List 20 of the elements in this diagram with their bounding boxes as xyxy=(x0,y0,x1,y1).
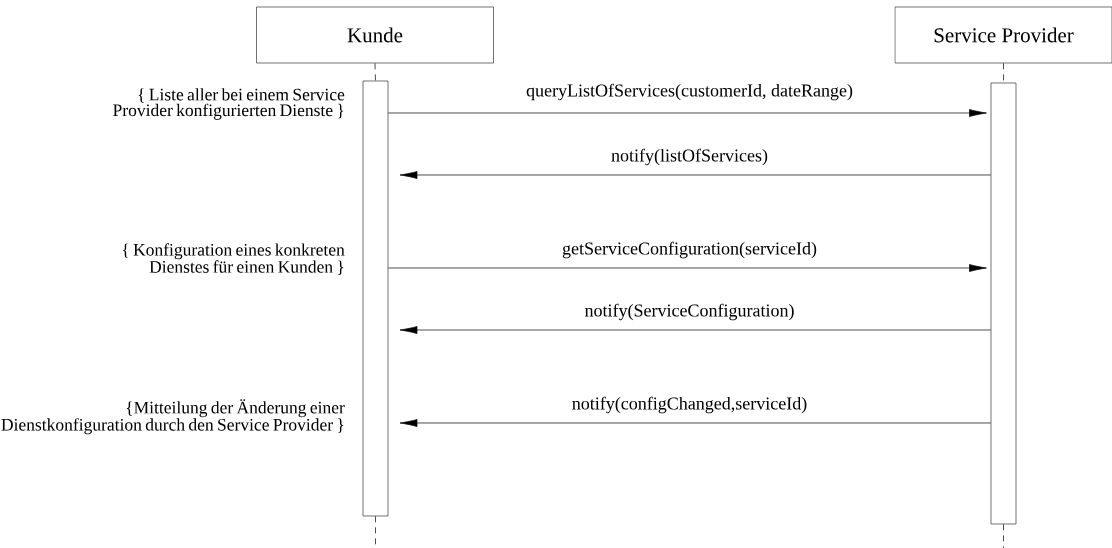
activation-bar xyxy=(362,80,389,517)
activation-bar xyxy=(990,82,1017,525)
note-text: { Liste aller bei einem Service Provider konfigurierten Dienste } xyxy=(113,88,345,120)
message-arrow xyxy=(399,326,991,334)
message-arrow xyxy=(399,419,991,427)
message-label: notify(configChanged,serviceId) xyxy=(570,395,809,415)
message-label: queryListOfServices(customerId, dateRange) xyxy=(525,82,854,102)
message-arrow xyxy=(399,171,991,179)
message-arrow xyxy=(388,109,987,117)
participant-box: Service Provider xyxy=(894,6,1112,64)
participant-box: Kunde xyxy=(256,6,494,64)
note-text: { Konfiguration eines konkreten Dienstes für einen Kunden } xyxy=(122,243,345,275)
message-arrow xyxy=(388,264,987,272)
note-text: {Mitteilung der Änderung einer Dienstkonfiguration durch den Service Provider } xyxy=(1,399,345,435)
lifeline xyxy=(1003,524,1004,548)
message-label: notify(listOfServices) xyxy=(610,147,769,167)
message-label: getServiceConfiguration(serviceId) xyxy=(561,240,818,260)
lifeline xyxy=(374,63,376,81)
lifeline xyxy=(1003,63,1004,83)
message-label: notify(ServiceConfiguration) xyxy=(583,302,796,322)
